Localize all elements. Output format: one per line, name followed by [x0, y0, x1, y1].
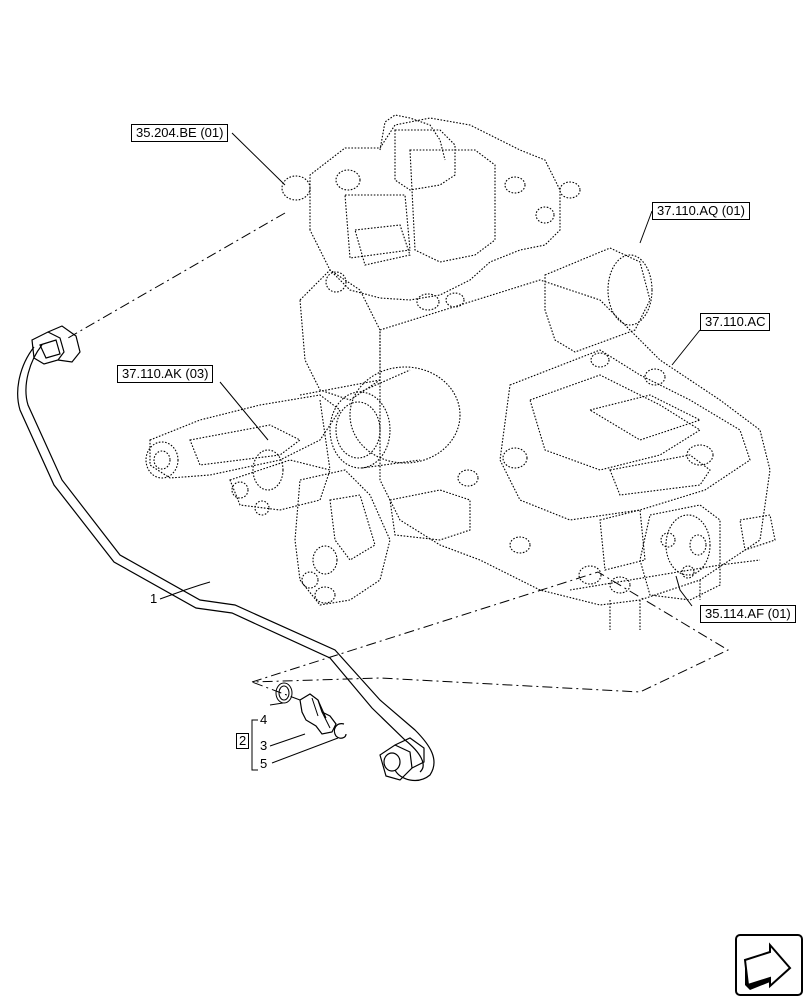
adapter-part: [299, 693, 337, 735]
assembly-guide-lines: [67, 212, 730, 701]
reference-callout-35-114-af[interactable]: 35.114.AF (01): [700, 605, 796, 623]
item-number-seal: 5: [260, 756, 268, 771]
reference-callout-37-110-ac[interactable]: 37.110.AC: [700, 313, 771, 331]
lift-assembly-drawing: [145, 114, 776, 630]
seal-part: [333, 723, 347, 739]
item-number-o-ring: 4: [260, 712, 268, 727]
reference-callout-35-204-be[interactable]: 35.204.BE (01): [131, 124, 229, 142]
item-number-kit: 2: [236, 733, 250, 749]
item-number-pipe: 1: [150, 591, 158, 606]
item-number-adapter: 3: [260, 738, 268, 753]
leader-lines: [159, 132, 701, 771]
o-ring-part: [275, 682, 293, 704]
reference-callout-37-110-ak[interactable]: 37.110.AK (03): [117, 365, 214, 383]
reference-callout-37-110-aq[interactable]: 37.110.AQ (01): [652, 202, 750, 220]
hydraulic-pipe: [17, 325, 435, 782]
next-page-arrow-icon[interactable]: [735, 934, 803, 996]
fitting-parts: [275, 682, 347, 739]
